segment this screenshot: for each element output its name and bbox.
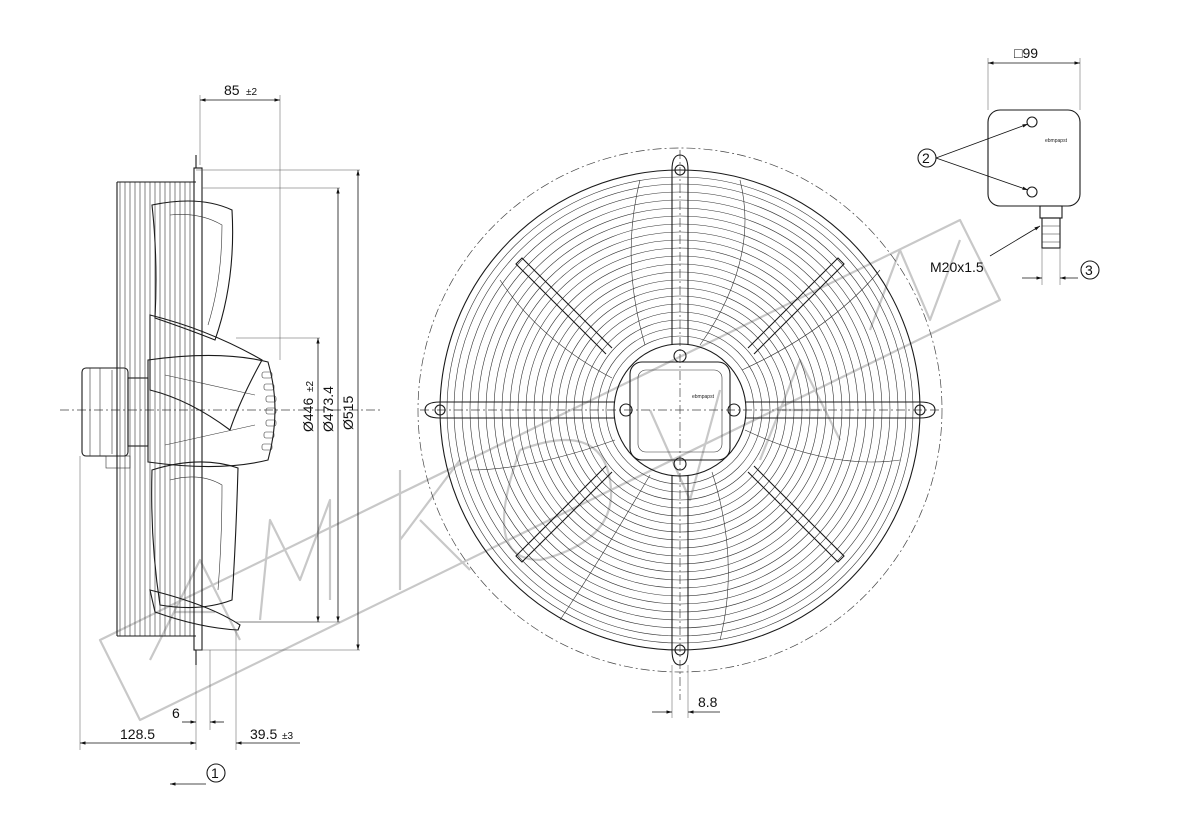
dim-dia-outer: Ø515	[340, 396, 356, 430]
dim-flange-thickness: 6	[172, 705, 180, 721]
dim-axial-offset-tol: ±2	[246, 87, 257, 98]
dim-axial-offset: 85	[224, 82, 240, 98]
hub-screws	[619, 349, 741, 471]
blades	[149, 200, 263, 631]
dim-box-size: □99	[1014, 45, 1038, 61]
guard-wires	[116, 181, 196, 637]
dim-cable-gland: M20x1.5	[930, 259, 984, 275]
svg-text:1: 1	[211, 765, 219, 781]
dim-grill-offset-tol: ±3	[282, 731, 293, 742]
crossbars	[424, 154, 936, 666]
callout-screws: 2	[917, 148, 937, 168]
box-brand-mark: ebmpapst	[1045, 138, 1068, 144]
dim-grill-offset: 39.5	[250, 726, 277, 742]
front-brand-mark: ebmpapst	[692, 394, 715, 400]
struts	[515, 257, 845, 563]
side-view	[60, 155, 380, 665]
dim-dia-inner: Ø446	[300, 398, 316, 432]
terminal-box-detail: ebmpapst	[935, 58, 1081, 285]
side-dimensions	[79, 95, 360, 786]
callout-gland: 3	[1080, 260, 1100, 280]
dim-dia-inner-tol: ±2	[305, 381, 316, 392]
watermark	[98, 218, 1002, 722]
dim-slot-width: 8.8	[698, 694, 718, 710]
front-blades	[469, 179, 901, 641]
callout-airflow: 1	[206, 763, 226, 783]
dim-dia-blade: Ø473.4	[320, 386, 336, 432]
svg-text:2: 2	[922, 150, 930, 166]
dim-depth-total: 128.5	[120, 726, 155, 742]
guard-rings	[439, 169, 921, 651]
front-view: ebmpapst	[417, 147, 943, 718]
svg-text:3: 3	[1085, 262, 1093, 278]
hub-fins	[261, 371, 277, 451]
